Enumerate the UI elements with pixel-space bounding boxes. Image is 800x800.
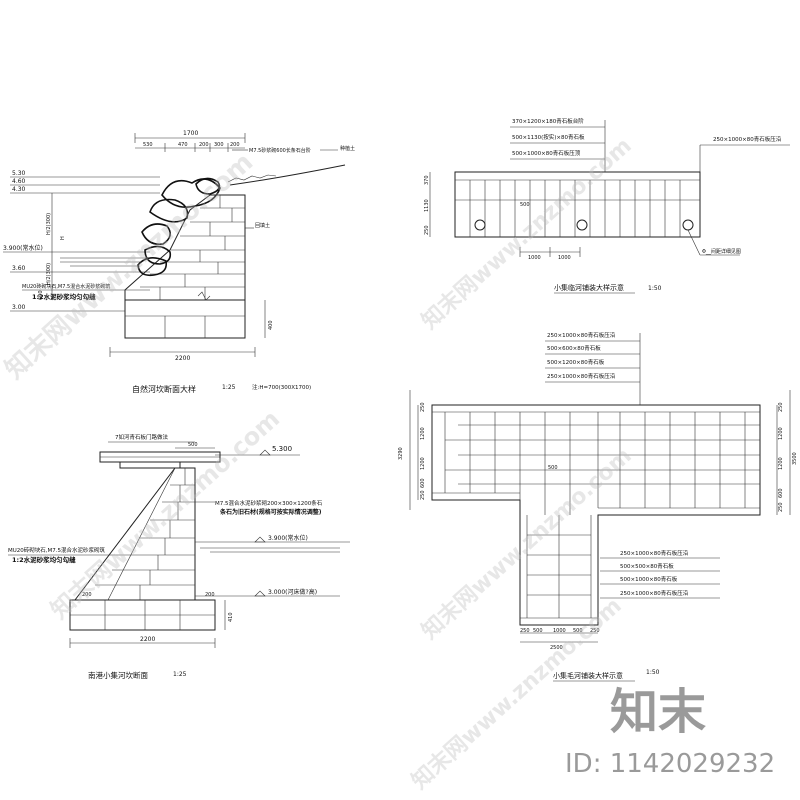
p3-dim-bottom-3: 500 <box>573 628 583 634</box>
dim-300: 300 <box>214 142 224 148</box>
panel2-title: 小集临河铺装大样示意 <box>554 283 624 292</box>
p3-label-3: 500×1200×80青石板 <box>547 358 605 366</box>
p4-note-2: 条石为旧石材(规格可按实际情况调整) <box>219 508 322 516</box>
panel1-note: 注:H=700(300X1700) <box>252 383 311 391</box>
dim-600: 600 <box>38 290 44 300</box>
level-3-900: 3.900(常水位) <box>3 244 43 252</box>
logo-brand: 知末 <box>610 684 706 740</box>
level-4-60: 4.60 <box>12 178 26 185</box>
p3-center-500: 500 <box>548 465 558 471</box>
panel-paving-plan: 250×1000×80青石板压沿 500×600×80青石板 500×1200×… <box>398 331 798 682</box>
brand-logo: 知末 ID: 1142029232 <box>565 684 775 779</box>
masonry-wall <box>124 194 246 301</box>
p3-bottom-label-1: 250×1000×80青石板压沿 <box>620 549 689 557</box>
p2-dim-250: 250 <box>424 225 430 235</box>
note-step: M7.5砂浆砌600长条石台阶 <box>249 147 311 154</box>
p3-dim-right-2: 1200 <box>778 457 784 470</box>
level-5-30: 5.30 <box>12 170 26 177</box>
p2-label-2: 500×1130(按实)×80青石板 <box>512 133 585 141</box>
p3-total-bottom: 2500 <box>550 645 563 651</box>
panel-south-harbor-bank-section: 7如河青石板门路做法 500 5.300 <box>8 433 350 680</box>
watermark-1: 知末网www.znzmo.com <box>0 147 259 385</box>
dim-530: 530 <box>143 142 153 148</box>
level-3-60: 3.60 <box>12 265 26 272</box>
level-4-30: 4.30 <box>12 186 26 193</box>
p3-bottom-label-3: 500×1000×80青石板 <box>620 575 678 583</box>
p3-dim-bottom-4: 250 <box>590 628 600 634</box>
dim-h2-bottom: H/2(300) <box>46 263 52 285</box>
p4-level-water: 3.900(常水位) <box>268 534 308 542</box>
panel-riverside-paving-elevation: 370×1200×180青石板台阶 500×1130(按实)×80青石板 500… <box>424 117 790 294</box>
logo-id: ID: 1142029232 <box>565 749 775 779</box>
p4-dim-410: 410 <box>228 612 234 622</box>
panel-natural-bank-section: 1700 530 470 200 300 200 M7.5砂浆砌600长条石台阶… <box>3 130 355 394</box>
p3-dim-right-0: 250 <box>778 402 784 412</box>
p2-dim-1000a: 1000 <box>528 255 541 261</box>
p3-dim-left-4: 250 <box>420 490 426 500</box>
note-planting-soil: 种植土 <box>340 145 355 152</box>
p3-dim-left-1: 1200 <box>420 427 426 440</box>
panel3-scale: 1:50 <box>646 669 660 676</box>
dim-400: 400 <box>268 320 274 330</box>
p3-bottom-label-4: 250×1000×80青石板压沿 <box>620 589 689 597</box>
p2-dim-500: 500 <box>520 202 530 208</box>
panel1-title: 自然河坎断面大样 <box>132 384 196 394</box>
p3-dim-left-3: 600 <box>420 478 426 488</box>
p3-dim-bottom-0: 250 <box>520 628 530 634</box>
dim-470: 470 <box>178 142 188 148</box>
watermark-3: 知末网www.znzmo.com <box>417 133 637 335</box>
p3-dim-right-4: 250 <box>778 502 784 512</box>
panel4-title: 南港小集河坎断面 <box>88 670 148 680</box>
dim-h: H <box>60 236 66 240</box>
p2-dim-1130: 1130 <box>424 199 430 212</box>
p3-label-4: 250×1000×80青石板压沿 <box>547 372 616 380</box>
panel3-title: 小集毛河铺装大样示意 <box>553 671 623 680</box>
p3-dim-left-0: 250 <box>420 402 426 412</box>
panel2-scale: 1:50 <box>648 285 662 292</box>
note-brick-masonry: MU20砖砌块石,M7.5混合水泥砂浆砌筑 <box>22 283 110 290</box>
p4-dim-200a: 200 <box>82 592 92 598</box>
p4-dim-200b: 200 <box>205 592 215 598</box>
p4-mortar: 1:2水泥砂浆均匀勾缝 <box>12 555 76 564</box>
note-backfill: 回填土 <box>255 222 270 229</box>
p4-note-1: M7.5混合水泥砂浆砌200×300×1200条石 <box>215 499 323 507</box>
p3-dim-bottom-1: 500 <box>533 628 543 634</box>
p3-dim-right-1: 1200 <box>778 427 784 440</box>
p3-bottom-label-2: 500×500×80青石板 <box>620 562 674 570</box>
p4-left-note: MU20砖砌块石,M7.5混合水泥砂浆砌筑 <box>8 546 106 554</box>
p2-right-label: 250×1000×80青石板压沿 <box>713 135 782 143</box>
note-mortar: 1:2水泥砂浆均匀勾缝 <box>32 292 96 301</box>
p2-label-1: 370×1200×180青石板台阶 <box>512 117 584 125</box>
p2-pipe-note: Φ__间距详细见图 <box>702 248 741 255</box>
p4-top-note: 7如河青石板门路做法 <box>115 433 168 441</box>
p2-dim-1000b: 1000 <box>558 255 571 261</box>
p3-total-right: 3500 <box>792 452 798 465</box>
dim-200a: 200 <box>199 142 209 148</box>
p3-dim-right-3: 600 <box>778 488 784 498</box>
level-3-00: 3.00 <box>12 304 26 311</box>
p4-dim-500: 500 <box>188 442 198 448</box>
p4-level-top: 5.300 <box>272 445 292 453</box>
p3-label-1: 250×1000×80青石板压沿 <box>547 331 616 339</box>
p3-dim-bottom-2: 1000 <box>553 628 566 634</box>
panel1-scale: 1:25 <box>222 384 236 391</box>
p3-total-left: 3290 <box>398 447 404 460</box>
dim-h2-top: H/2(300) <box>46 213 52 235</box>
p4-total-bottom: 2200 <box>140 636 155 643</box>
p3-dim-left-2: 1200 <box>420 457 426 470</box>
p2-dim-370: 370 <box>424 175 430 185</box>
p4-level-bed: 3.000(河床做?高) <box>268 588 317 596</box>
watermark-layer: 知末网www.znzmo.com 知末网www.znzmo.com 知末网www… <box>0 133 637 795</box>
rock-boulders <box>137 177 221 277</box>
dim-2200: 2200 <box>175 355 190 362</box>
p2-label-3: 500×1000×80青石板压顶 <box>512 149 581 157</box>
p3-label-2: 500×600×80青石板 <box>547 344 601 352</box>
dim-1700: 1700 <box>183 130 198 137</box>
dim-200b: 200 <box>230 142 240 148</box>
paving-plan-grid: 500 <box>431 404 761 626</box>
panel4-scale: 1:25 <box>173 671 187 678</box>
